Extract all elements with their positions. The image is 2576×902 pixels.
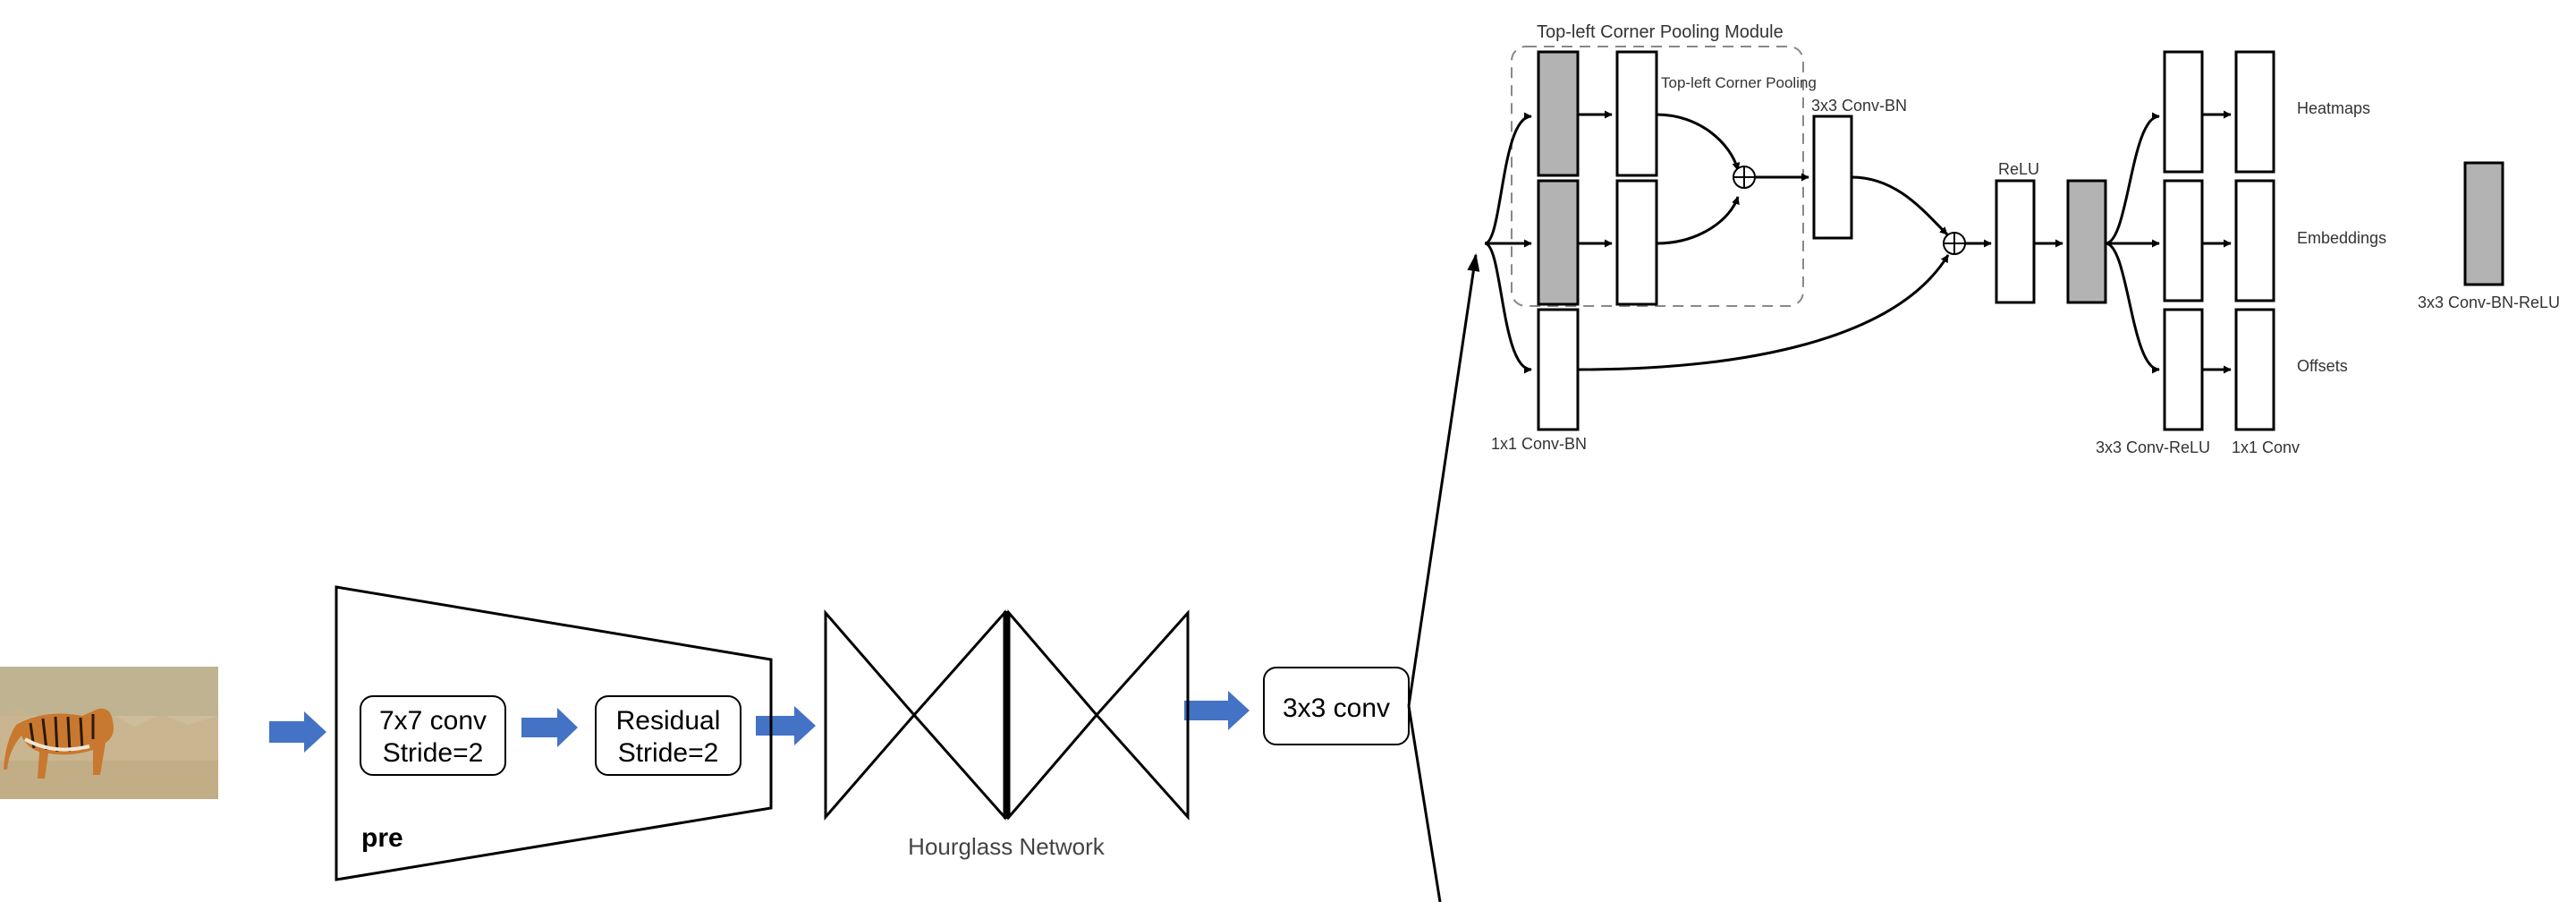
legend-label: 3x3 Conv-BN-ReLU xyxy=(2418,294,2560,311)
embeddings-conv-1x1-block xyxy=(2234,179,2275,302)
conv-bn-1x1-label: 1x1 Conv-BN xyxy=(1491,435,1587,453)
pooling-block-middle xyxy=(1615,179,1658,306)
relu-block xyxy=(1995,179,2036,304)
corner-pooling-label: Top-left Corner Pooling xyxy=(1661,74,1817,91)
relu-label: ReLU xyxy=(1998,160,2039,178)
conv-bn-3x3-block xyxy=(1812,115,1853,240)
offsets-label: Offsets xyxy=(2297,357,2348,375)
embeddings-label: Embeddings xyxy=(2297,229,2386,247)
pre-to-hourglass-arrow-icon xyxy=(756,706,816,745)
residual-block: Residual Stride=2 xyxy=(595,695,741,776)
branch-line-top xyxy=(1407,253,1480,707)
residual-label: Residual xyxy=(616,706,721,736)
sum-icon-merge xyxy=(1943,232,1966,255)
conv7-to-residual-arrow-icon xyxy=(521,708,578,747)
conv3x3-block: 3x3 conv xyxy=(1263,667,1410,745)
conv3x3-label: 3x3 conv xyxy=(1283,694,1390,723)
heatmaps-label: Heatmaps xyxy=(2297,99,2370,117)
pre-stage-label: pre xyxy=(361,823,403,853)
conv-bn-1x1-block xyxy=(1537,308,1580,431)
input-arrow-icon xyxy=(269,711,326,753)
legend-gray-block xyxy=(2463,161,2504,286)
conv-bn-3x3-label: 3x3 Conv-BN xyxy=(1811,97,1907,115)
heatmaps-conv-relu-block xyxy=(2163,50,2204,174)
offsets-conv-1x1-block xyxy=(2234,308,2275,431)
hourglass-network: Hourglass Network xyxy=(824,608,1190,860)
input-tiger-image xyxy=(0,667,218,799)
offsets-conv-relu-block xyxy=(2163,308,2204,431)
conv7x7-stride-label: Stride=2 xyxy=(383,738,484,768)
corner-pooling-module: Top-left Corner Pooling Module Top-left … xyxy=(1484,22,1817,374)
tiger-icon xyxy=(4,708,114,779)
conv-bn-relu-block-middle xyxy=(1537,179,1580,306)
conv-relu-3x3-label: 3x3 Conv-ReLU xyxy=(2096,438,2210,456)
conv-bn-relu-block-top xyxy=(1537,50,1580,177)
pooling-block-top xyxy=(1615,50,1658,177)
conv-1x1-label: 1x1 Conv xyxy=(2232,438,2300,456)
conv7x7-label: 7x7 conv xyxy=(379,706,487,736)
module-title: Top-left Corner Pooling Module xyxy=(1537,22,1784,42)
residual-stride-label: Stride=2 xyxy=(618,738,719,768)
hourglass-to-conv-arrow-icon xyxy=(1184,691,1250,730)
branch-line-bottom xyxy=(1407,705,1442,902)
conv7x7-block: 7x7 conv Stride=2 xyxy=(360,695,506,776)
hourglass-label: Hourglass Network xyxy=(908,833,1106,860)
conv-bn-relu-block-output xyxy=(2066,179,2107,304)
embeddings-conv-relu-block xyxy=(2163,179,2204,302)
pre-stage: pre xyxy=(335,585,773,881)
sum-icon-pooling xyxy=(1733,166,1756,189)
legend: 3x3 Conv-BN-ReLU xyxy=(2418,161,2560,311)
heatmaps-conv-1x1-block xyxy=(2234,50,2275,174)
